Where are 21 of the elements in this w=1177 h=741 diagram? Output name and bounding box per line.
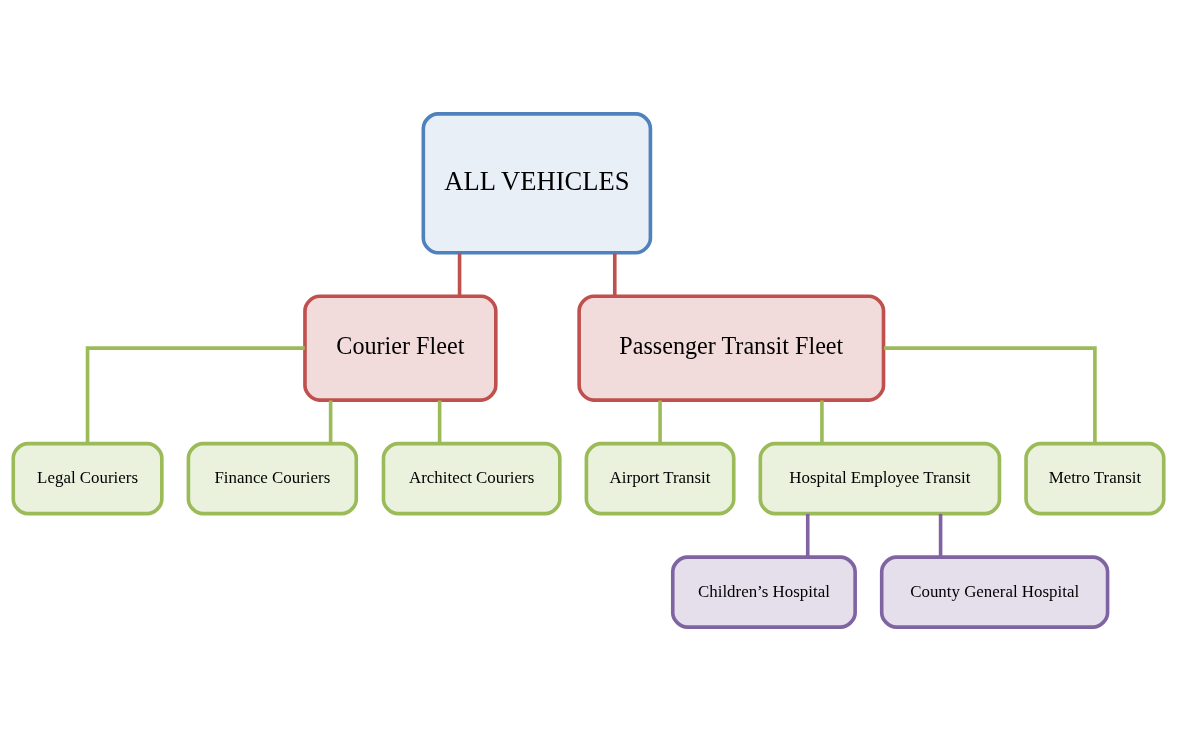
- node-box: Hospital Employee Transit: [758, 441, 1002, 516]
- connector: [883, 346, 1097, 444]
- connector: [437, 400, 442, 444]
- node-box: Children’s Hospital: [670, 555, 857, 629]
- connector: [658, 400, 662, 444]
- connector: [85, 346, 305, 444]
- node-box: County General Hospital: [879, 555, 1110, 629]
- node-box: Finance Couriers: [186, 441, 359, 516]
- connector: [820, 400, 824, 444]
- node-box: Courier Fleet: [303, 294, 498, 402]
- node-box: Airport Transit: [584, 441, 736, 516]
- node-box: Architect Couriers: [381, 441, 562, 516]
- node-box: ALL VEHICLES: [421, 112, 653, 255]
- connector: [805, 513, 810, 557]
- connector: [612, 253, 617, 297]
- connector: [938, 513, 943, 557]
- connector: [457, 253, 462, 297]
- connector: [328, 400, 333, 444]
- node-box: Passenger Transit Fleet: [577, 294, 886, 402]
- node-box: Metro Transit: [1024, 441, 1166, 516]
- node-box: Legal Couriers: [11, 441, 164, 516]
